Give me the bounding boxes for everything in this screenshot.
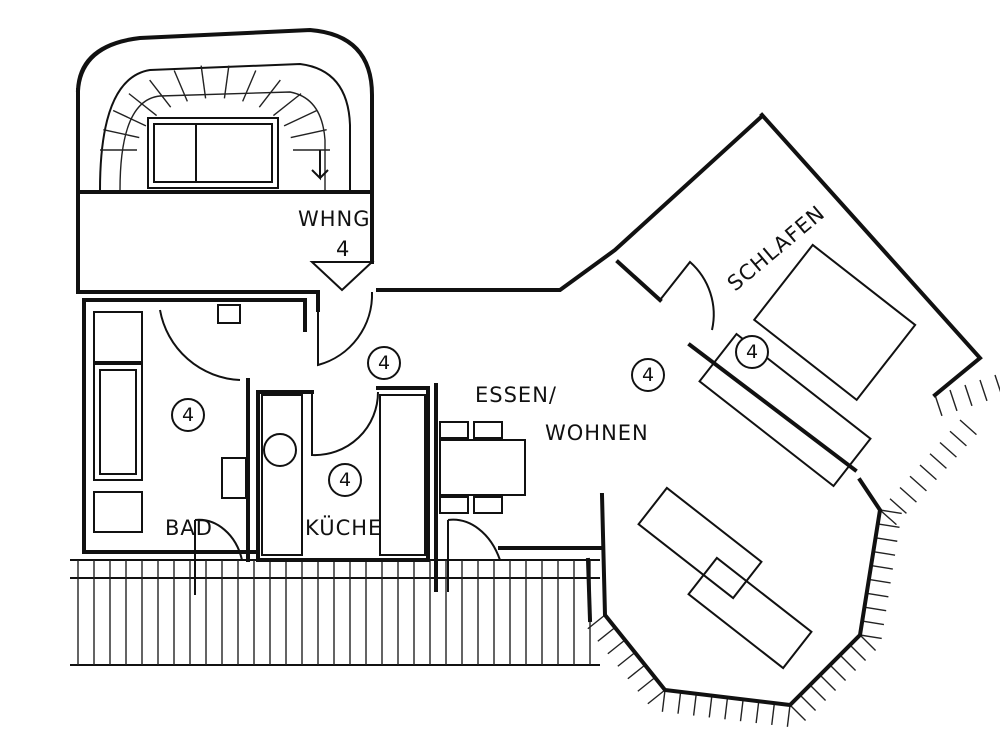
svg-text:4: 4 — [378, 352, 390, 374]
whng-label: WHNG — [298, 207, 371, 231]
marker-wohnen: 4 — [631, 358, 665, 392]
marker-hall: 4 — [367, 346, 401, 380]
room-label-schlafen: SCHLAFEN — [723, 201, 830, 296]
room-label-essen: ESSEN/ — [475, 383, 557, 407]
svg-text:4: 4 — [182, 404, 194, 426]
room-label-kueche: KÜCHE — [305, 515, 382, 540]
marker-bad: 4 — [171, 398, 205, 432]
roof-hatching — [70, 559, 600, 666]
sofa — [698, 332, 872, 488]
bed — [752, 243, 917, 402]
dining-table — [439, 439, 526, 496]
kitchen-counter — [261, 394, 303, 556]
walls — [75, 27, 983, 708]
marker-schlafen: 4 — [735, 335, 769, 369]
svg-text:4: 4 — [339, 469, 351, 491]
doors — [159, 260, 715, 595]
marker-kueche: 4 — [328, 463, 362, 497]
room-label-wohnen: WOHNEN — [545, 421, 649, 445]
whng-number: 4 — [336, 237, 350, 261]
fixtures — [93, 243, 917, 670]
wc — [93, 491, 143, 533]
room-label-bad: BAD — [165, 516, 213, 540]
svg-text:4: 4 — [746, 341, 758, 363]
bathtub — [93, 363, 143, 481]
bay-hatching — [587, 374, 1000, 727]
svg-text:4: 4 — [642, 364, 654, 386]
sink — [263, 433, 297, 467]
staircase — [99, 62, 351, 191]
entrance-marker: WHNG 4 — [298, 207, 375, 292]
washbasin — [93, 311, 143, 363]
